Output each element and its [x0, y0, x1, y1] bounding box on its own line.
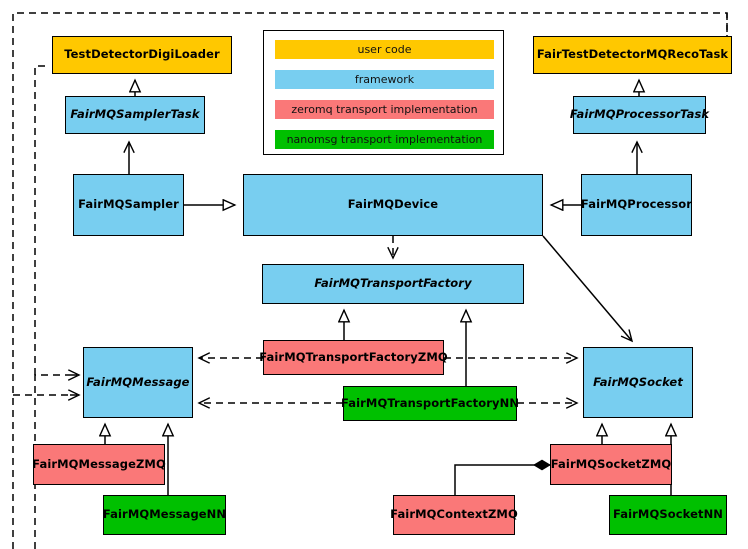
legend-item-3: nanomsg transport implementation [275, 130, 494, 149]
class-node-label: FairMQMessage [86, 374, 190, 389]
legend-item-label: user code [357, 43, 412, 56]
class-node-TestDetectorDigiLoader[interactable]: TestDetectorDigiLoader [52, 36, 232, 74]
class-node-label: TestDetectorDigiLoader [64, 47, 220, 62]
class-node-FairTestDetectorMQRecoTask[interactable]: FairTestDetectorMQRecoTask [533, 36, 732, 74]
class-node-FairMQTransportFactoryZMQ[interactable]: FairMQTransportFactoryZMQ [259, 340, 448, 375]
legend: user code framework zeromq transport imple… [263, 30, 504, 155]
class-node-FairMQMessageZMQ[interactable]: FairMQMessageZMQ [32, 444, 166, 485]
class-node-FairMQSocketNN[interactable]: FairMQSocketNN [609, 495, 727, 535]
class-node-label: FairMQSampler [78, 197, 179, 212]
class-node-FairMQSampler[interactable]: FairMQSampler [73, 174, 184, 236]
class-node-label: FairMQProcessor [580, 197, 693, 212]
class-node-label: FairMQContextZMQ [390, 507, 518, 522]
legend-item-label: zeromq transport implementation [291, 103, 478, 116]
class-node-FairMQTransportFactory[interactable]: FairMQTransportFactory [262, 264, 524, 304]
class-node-label: FairMQSamplerTask [70, 107, 200, 122]
class-node-FairMQDevice[interactable]: FairMQDevice [243, 174, 543, 236]
class-node-label: FairTestDetectorMQRecoTask [536, 47, 729, 62]
class-node-FairMQMessage[interactable]: FairMQMessage [83, 347, 193, 418]
class-node-label: FairMQTransportFactory [314, 276, 472, 291]
class-node-FairMQProcessorTask[interactable]: FairMQProcessorTask [569, 96, 710, 134]
legend-item-label: nanomsg transport implementation [286, 133, 483, 146]
class-node-label: FairMQTransportFactoryNN [340, 395, 520, 410]
edge-device-socket [542, 235, 632, 341]
class-node-label: FairMQProcessorTask [569, 107, 710, 122]
class-node-FairMQSamplerTask[interactable]: FairMQSamplerTask [65, 96, 205, 134]
class-node-FairMQMessageNN[interactable]: FairMQMessageNN [103, 495, 226, 535]
class-node-label: FairMQTransportFactoryZMQ [259, 349, 448, 364]
legend-item-label: framework [354, 73, 415, 86]
class-node-FairMQTransportFactoryNN[interactable]: FairMQTransportFactoryNN [340, 386, 520, 421]
class-node-label: FairMQDevice [347, 197, 439, 212]
legend-item-0: user code [275, 40, 494, 59]
legend-item-2: zeromq transport implementation [275, 100, 494, 119]
class-node-label: FairMQMessageZMQ [32, 456, 166, 471]
class-node-label: FairMQSocketZMQ [550, 456, 672, 471]
class-node-label: FairMQSocket [593, 374, 683, 389]
user-code-scope-outline [12, 12, 728, 549]
class-node-label: FairMQSocketNN [612, 507, 724, 522]
edge-socketzmq-contextzmq [454, 459, 551, 495]
class-node-FairMQContextZMQ[interactable]: FairMQContextZMQ [390, 495, 518, 535]
class-node-FairMQSocket[interactable]: FairMQSocket [583, 347, 693, 418]
class-node-FairMQProcessor[interactable]: FairMQProcessor [581, 174, 692, 236]
legend-item-1: framework [275, 70, 494, 89]
class-node-label: FairMQMessageNN [102, 507, 227, 522]
class-node-FairMQSocketZMQ[interactable]: FairMQSocketZMQ [550, 444, 672, 485]
